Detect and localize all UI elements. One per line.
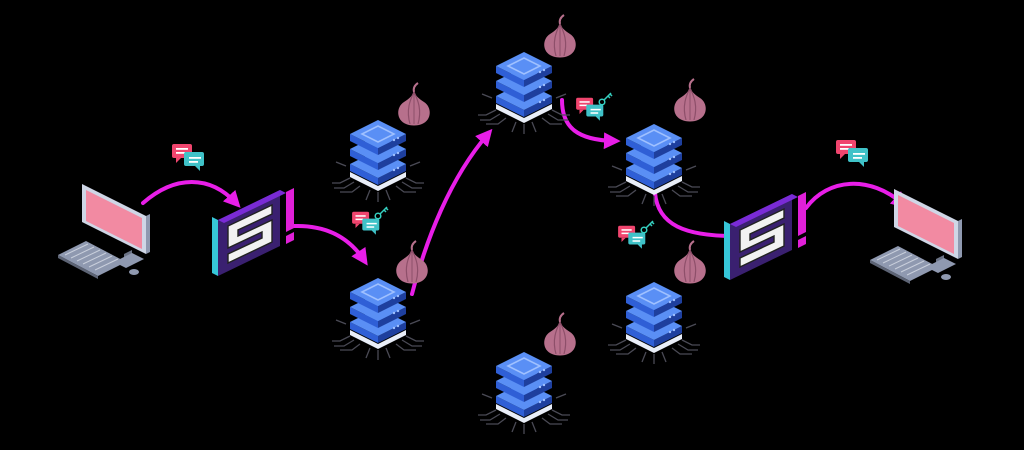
server-icon (478, 52, 570, 134)
server-3 (478, 14, 577, 134)
server-4 (608, 78, 707, 206)
sender-computer (57, 183, 151, 280)
s-logo-icon (211, 187, 295, 277)
arrow-sender-to-entry (141, 180, 241, 208)
server-2 (332, 240, 429, 360)
encrypted-message-1 (352, 206, 389, 235)
chat-icon (836, 140, 868, 167)
onion-icon (673, 78, 707, 123)
server-5 (608, 240, 707, 364)
arrow-server-3-to-server-4 (560, 98, 621, 150)
onion-icon (673, 240, 707, 285)
arrow-server-4-to-exit (653, 191, 741, 245)
server-6 (478, 312, 577, 434)
onion-icon (395, 240, 429, 285)
s-logo-icon (723, 191, 807, 281)
server-icon (478, 352, 570, 434)
computer-icon (57, 183, 151, 280)
server-1 (332, 82, 431, 202)
key-icon (640, 220, 655, 234)
key-icon (374, 206, 389, 220)
server-icon (608, 124, 700, 206)
exit-logo (723, 191, 807, 281)
onion-icon (543, 14, 577, 59)
server-icon (332, 278, 424, 360)
arrow-exit-to-receiver (804, 181, 909, 210)
computer-icon (869, 188, 963, 285)
receiver-computer (869, 188, 963, 285)
onion-icon (397, 82, 431, 127)
encrypted-message-3 (618, 220, 655, 249)
key-icon (598, 92, 613, 106)
onion-icon (543, 312, 577, 357)
arrow-entry-to-server-2 (292, 223, 368, 266)
entry-logo (211, 187, 295, 277)
server-icon (608, 282, 700, 364)
encrypted-message-2 (576, 92, 613, 121)
server-icon (332, 120, 424, 202)
chat-icon (172, 144, 204, 171)
